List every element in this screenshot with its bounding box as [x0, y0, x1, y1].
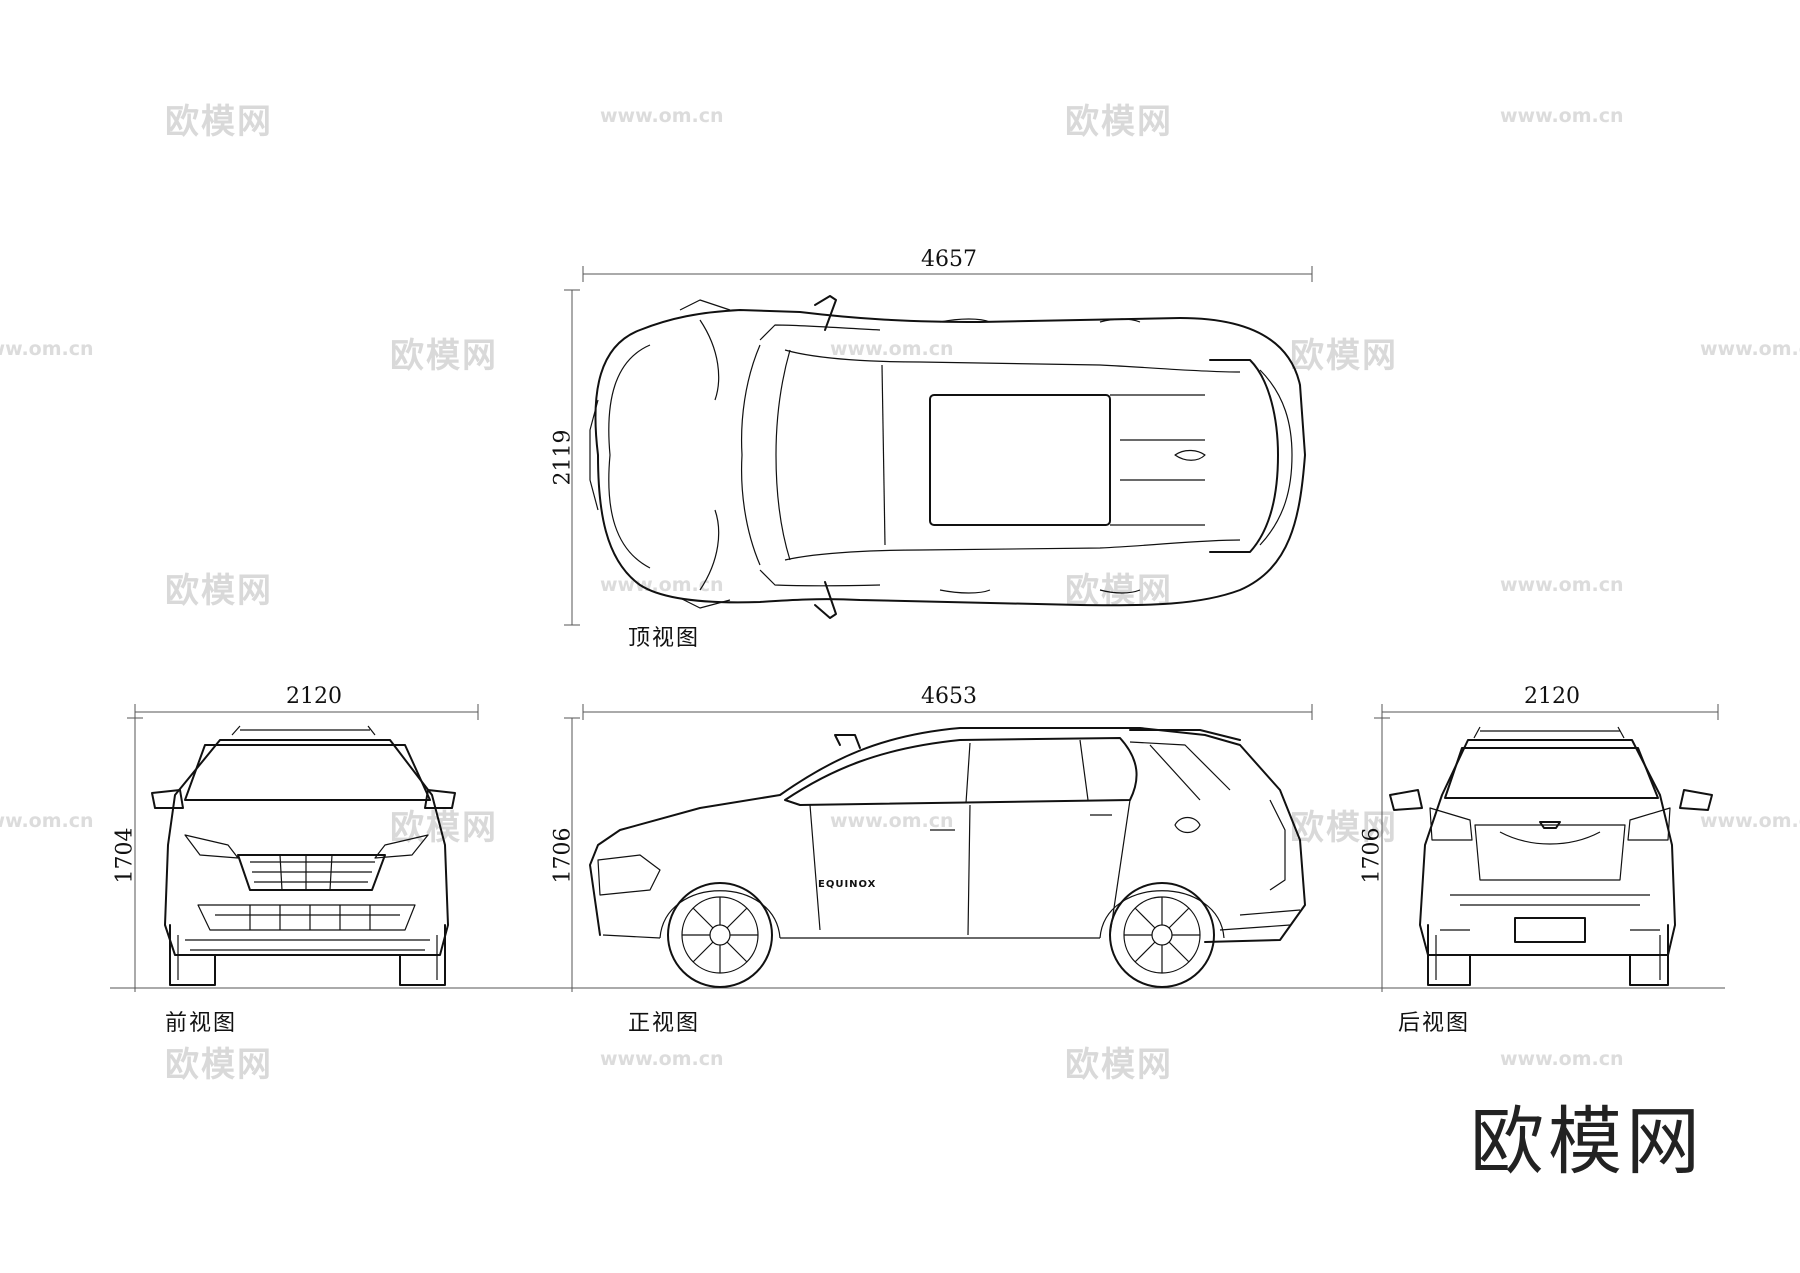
side-view-caption: 正视图	[628, 1011, 701, 1036]
side-view-height-dimension: 1706	[550, 827, 576, 884]
watermark-text: 欧模网	[1065, 1045, 1173, 1085]
watermark-url: www.om.cn	[600, 1048, 724, 1070]
side-view-length-dimension: 4653	[921, 684, 977, 709]
brand-logo: 欧模网	[1470, 1099, 1704, 1185]
watermark-url: www.om.cn	[1700, 810, 1800, 832]
front-view-drawing	[151, 725, 456, 986]
watermark-url: www.om.cn	[0, 338, 94, 360]
watermark-url: www.om.cn	[830, 338, 954, 360]
watermark-url: www.om.cn	[1500, 574, 1624, 596]
watermark-url: www.om.cn	[830, 810, 954, 832]
top-view-width-dimension: 2119	[550, 429, 576, 486]
dimension-lines	[110, 266, 1725, 992]
rear-view-height-dimension: 1706	[1359, 827, 1385, 884]
watermark-text: 欧模网	[390, 336, 498, 376]
watermark-url: www.om.cn	[600, 574, 724, 596]
side-view-badge: EQUINOX	[818, 879, 877, 890]
watermark-text: 欧模网	[1065, 102, 1173, 142]
front-view-width-dimension: 2120	[286, 684, 342, 709]
rear-view-drawing	[1389, 726, 1713, 986]
watermark-url: www.om.cn	[1500, 105, 1624, 127]
rear-view-width-dimension: 2120	[1524, 684, 1580, 709]
watermark-text: 欧模网	[1290, 336, 1398, 376]
watermark-text: 欧模网	[165, 102, 273, 142]
top-view-length-dimension: 4657	[921, 247, 977, 272]
watermark-url: www.om.cn	[600, 105, 724, 127]
watermark-text: 欧模网	[165, 1045, 273, 1085]
side-view-drawing	[589, 727, 1306, 988]
watermark-url: www.om.cn	[1700, 338, 1800, 360]
front-view-caption: 前视图	[165, 1011, 238, 1036]
watermark-text: 欧模网	[165, 571, 273, 611]
top-view-drawing	[589, 295, 1306, 619]
watermark-text: 欧模网	[390, 808, 498, 848]
watermark-url: www.om.cn	[0, 810, 94, 832]
top-view-caption: 顶视图	[628, 626, 701, 651]
watermark-url: www.om.cn	[1500, 1048, 1624, 1070]
front-view-height-dimension: 1704	[112, 827, 138, 884]
watermark-text: 欧模网	[1290, 808, 1398, 848]
rear-view-caption: 后视图	[1398, 1011, 1471, 1036]
